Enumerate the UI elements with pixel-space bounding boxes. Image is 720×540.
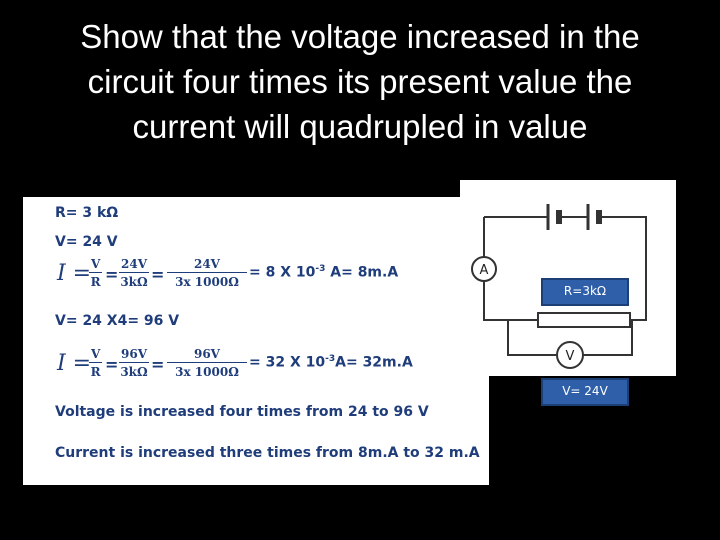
- circuit-diagram: A V: [460, 180, 676, 376]
- fraction-24v-over-3k: 24V 3kΩ: [119, 257, 150, 289]
- equals-sign: =: [151, 265, 165, 284]
- resistance-given: R= 3 kΩ: [55, 205, 119, 221]
- wire: [484, 216, 647, 321]
- equals-sign: =: [151, 355, 165, 374]
- voltage-statement: Voltage is increased four times from 24 …: [55, 404, 429, 420]
- equation-result: = 8 X 10-3 A= 8m.A: [249, 264, 399, 281]
- wire: [507, 320, 633, 356]
- current-symbol: I =: [57, 261, 92, 286]
- fraction-denominator: R: [90, 365, 101, 379]
- fraction-numerator: 96V: [119, 347, 150, 363]
- fraction-denominator: 3kΩ: [120, 365, 148, 379]
- fraction-numerator: 96V: [167, 347, 247, 363]
- ohms-law-equation-2: I = V R = 96V 3kΩ = 96V 3x 1000Ω = 32 X …: [53, 345, 473, 385]
- fraction-96v-over-3000: 96V 3x 1000Ω: [167, 347, 247, 379]
- fraction-numerator: 24V: [167, 257, 247, 273]
- title-line-2: circuit four times its present value the: [87, 63, 633, 100]
- resistance-label: R=3kΩ: [541, 278, 629, 306]
- current-statement: Current is increased three times from 8m…: [55, 445, 480, 461]
- ammeter-symbol: A: [480, 263, 489, 278]
- fraction-v-over-r: V R: [89, 347, 103, 379]
- voltage-label: V= 24V: [541, 378, 629, 406]
- fraction-denominator: 3x 1000Ω: [175, 275, 239, 289]
- ohms-law-equation-1: I = V R = 24V 3kΩ = 24V 3x 1000Ω = 8 X 1…: [53, 255, 473, 295]
- ammeter-icon: [471, 256, 497, 282]
- voltage-given: V= 24 V: [55, 234, 118, 250]
- fraction-denominator: R: [90, 275, 101, 289]
- equation-result: = 32 X 10-3A= 32m.A: [249, 354, 413, 371]
- equals-sign: =: [105, 355, 119, 374]
- fraction-denominator: 3kΩ: [120, 275, 148, 289]
- voltmeter-symbol: V: [566, 349, 575, 364]
- fraction-24v-over-3000: 24V 3x 1000Ω: [167, 257, 247, 289]
- fraction-numerator: 24V: [119, 257, 150, 273]
- slide-title: Show that the voltage increased in the c…: [0, 14, 720, 149]
- circuit-schematic: A V: [471, 204, 647, 369]
- voltmeter-icon: [556, 341, 584, 369]
- fraction-denominator: 3x 1000Ω: [175, 365, 239, 379]
- equals-sign: =: [105, 265, 119, 284]
- fraction-numerator: V: [89, 257, 103, 273]
- battery-icon: [546, 204, 602, 230]
- resistor-icon: [537, 312, 631, 328]
- new-voltage: V= 24 X4= 96 V: [55, 313, 180, 329]
- fraction-v-over-r: V R: [89, 257, 103, 289]
- fraction-numerator: V: [89, 347, 103, 363]
- current-symbol: I =: [57, 351, 92, 376]
- title-line-1: Show that the voltage increased in the: [80, 18, 640, 55]
- title-line-3: current will quadrupled in value: [132, 108, 588, 145]
- calculation-panel: R= 3 kΩ V= 24 V I = V R = 24V 3kΩ = 24V …: [23, 197, 489, 485]
- fraction-96v-over-3k: 96V 3kΩ: [119, 347, 150, 379]
